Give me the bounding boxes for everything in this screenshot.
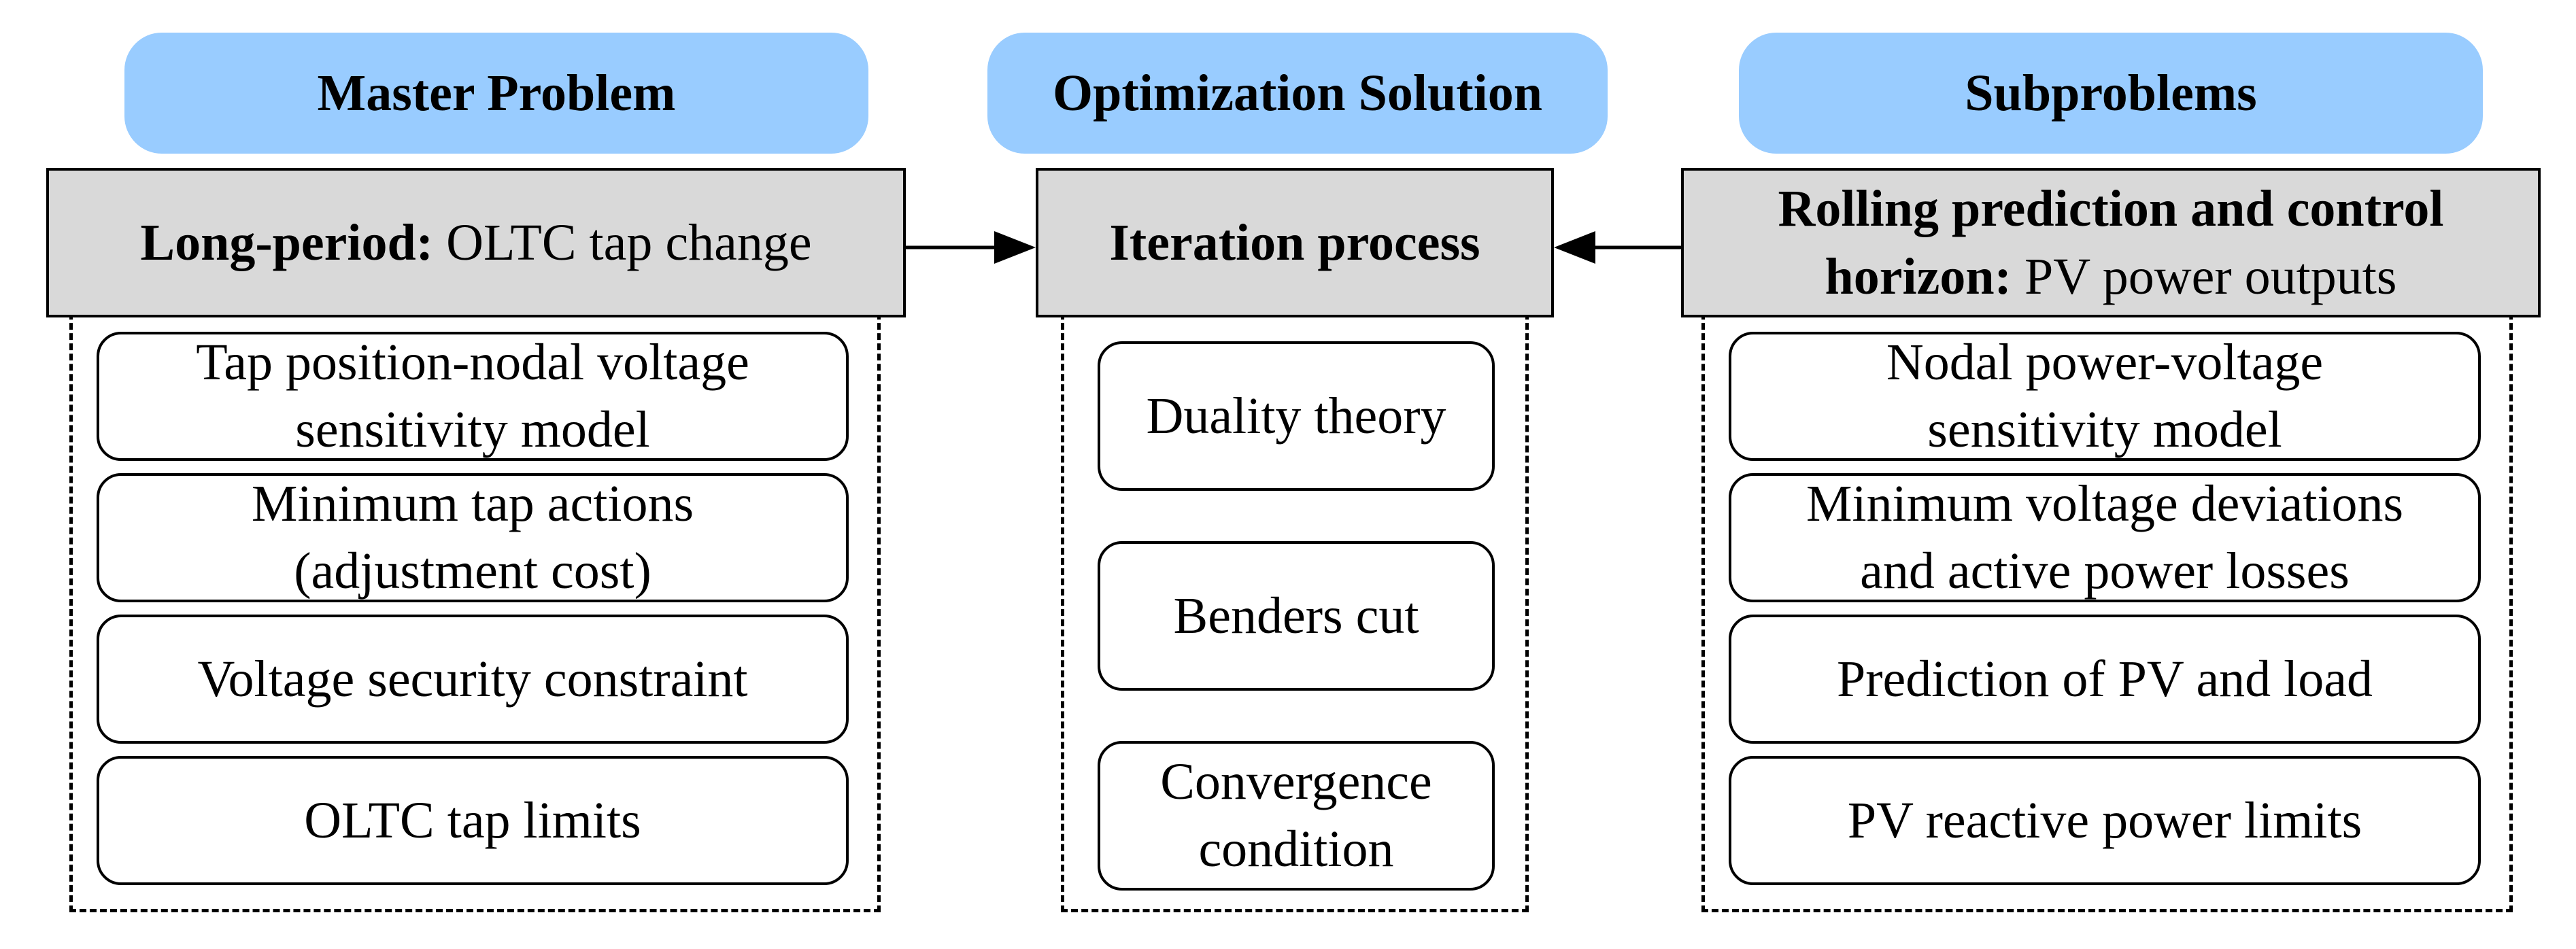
master-item-minimum-tap-actions: Minimum tap actions (adjustment cost) — [97, 473, 849, 602]
optimization-solution-group — [1061, 292, 1529, 912]
optimization-solution-header: Optimization Solution — [987, 33, 1608, 154]
sub-item-3-line1: Prediction of PV and load — [1836, 650, 2373, 708]
optimization-item-benders-cut: Benders cut — [1098, 541, 1495, 691]
master-item-oltc-tap-limits: OLTC tap limits — [97, 756, 849, 885]
arrow-sub-to-iteration-head — [1554, 231, 1595, 264]
master-problem-group — [69, 292, 881, 912]
master-item-1-line2: sensitivity model — [295, 401, 650, 458]
subproblems-header: Subproblems — [1739, 33, 2483, 154]
sub-item-pv-reactive-limits: PV reactive power limits — [1729, 756, 2481, 885]
sub-item-prediction-pv-load: Prediction of PV and load — [1729, 615, 2481, 744]
optimization-item-convergence-condition: Convergence condition — [1098, 741, 1495, 891]
master-problem-header-label: Master Problem — [317, 65, 676, 122]
master-item-2-line1: Minimum tap actions — [251, 475, 694, 533]
iteration-process-heading: Iteration process — [1036, 168, 1554, 317]
optimization-item-3-line1: Convergence — [1160, 753, 1432, 811]
pv-power-outputs-text: PV power outputs — [2011, 248, 2397, 305]
sub-item-1-line1: Nodal power-voltage — [1886, 334, 2324, 392]
optimization-solution-header-label: Optimization Solution — [1053, 65, 1542, 122]
master-item-1-line1: Tap position-nodal voltage — [196, 334, 749, 392]
subproblems-header-label: Subproblems — [1965, 65, 2257, 122]
iteration-process-label: Iteration process — [1109, 213, 1480, 271]
sub-item-4-line1: PV reactive power limits — [1847, 791, 2362, 849]
subproblems-group — [1701, 292, 2513, 912]
master-item-2-line2: (adjustment cost) — [294, 542, 651, 600]
master-item-4-line1: OLTC tap limits — [304, 791, 641, 849]
master-item-sensitivity-model: Tap position-nodal voltage sensitivity m… — [97, 332, 849, 461]
rolling-prediction-label: Rolling prediction and control — [1778, 179, 2444, 237]
optimization-item-3-line2: condition — [1198, 821, 1394, 878]
long-period-heading-text: Long-period: OLTC tap change — [140, 209, 811, 277]
long-period-heading: Long-period: OLTC tap change — [46, 168, 906, 317]
oltc-tap-change-text: OLTC tap change — [433, 213, 812, 271]
optimization-item-1-line1: Duality theory — [1146, 387, 1446, 445]
master-item-voltage-security: Voltage security constraint — [97, 615, 849, 744]
horizon-label: horizon: — [1825, 248, 2012, 305]
arrow-master-to-iteration-head — [994, 231, 1036, 264]
long-period-label: Long-period: — [140, 213, 434, 271]
rolling-horizon-line2: horizon: PV power outputs — [1825, 243, 2397, 311]
optimization-item-2-line1: Benders cut — [1173, 587, 1419, 644]
sub-item-power-voltage-sensitivity: Nodal power-voltage sensitivity model — [1729, 332, 2481, 461]
sub-item-2-line1: Minimum voltage deviations — [1806, 475, 2404, 533]
master-problem-header: Master Problem — [124, 33, 868, 154]
sub-item-2-line2: and active power losses — [1860, 542, 2350, 600]
rolling-horizon-line1: Rolling prediction and control — [1778, 175, 2444, 243]
optimization-item-duality-theory: Duality theory — [1098, 341, 1495, 491]
sub-item-minimum-deviations: Minimum voltage deviations and active po… — [1729, 473, 2481, 602]
master-item-3-line1: Voltage security constraint — [197, 650, 748, 708]
rolling-horizon-heading: Rolling prediction and control horizon: … — [1681, 168, 2541, 317]
sub-item-1-line2: sensitivity model — [1927, 401, 2282, 458]
